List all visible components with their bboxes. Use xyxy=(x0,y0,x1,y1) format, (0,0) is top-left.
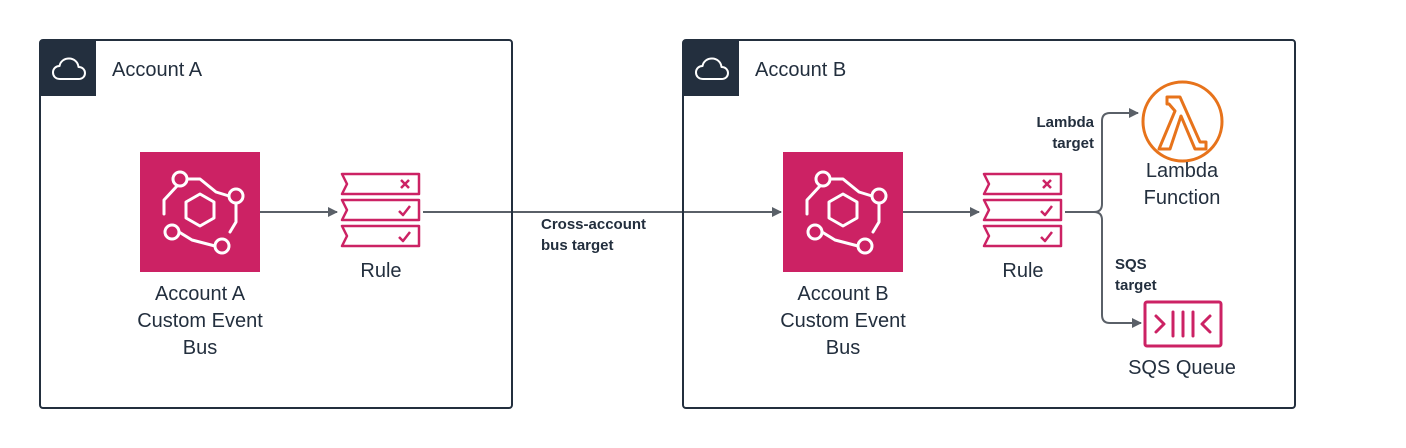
label-line: Custom Event xyxy=(780,310,906,332)
account-b-group: Account B xyxy=(682,39,1296,409)
account-b-bus-label: Account B Custom Event Bus xyxy=(763,281,923,362)
cloud-icon xyxy=(684,41,739,96)
label-line: target xyxy=(1052,135,1094,152)
label-line: Account B xyxy=(797,283,889,305)
sqs-icon xyxy=(1143,300,1223,348)
account-a-rule-label: Rule xyxy=(360,260,402,282)
label-line: Custom Event xyxy=(137,310,263,332)
lambda-function-label: Lambda Function xyxy=(1117,158,1247,212)
account-b-title: Account B xyxy=(755,59,847,81)
sqs-queue-label: SQS Queue xyxy=(1128,357,1236,379)
arrow-rule-b-to-sqs xyxy=(1093,211,1142,328)
label-line: Lambda xyxy=(1145,160,1219,182)
label-line: Bus xyxy=(182,337,218,359)
label-line: SQS xyxy=(1115,256,1147,273)
label-line: Bus xyxy=(825,337,861,359)
cloud-icon xyxy=(41,41,96,96)
account-b-rule-label: Rule xyxy=(1002,260,1044,282)
account-a-title: Account A xyxy=(112,59,203,81)
label-line: Cross-account xyxy=(541,216,647,233)
label-line: Lambda xyxy=(1036,114,1094,131)
rule-icon xyxy=(981,170,1065,250)
rule-icon xyxy=(339,170,423,250)
label-line: bus target xyxy=(541,237,614,254)
label-line: Function xyxy=(1143,187,1221,209)
lambda-edge-label: Lambda target xyxy=(1014,112,1094,154)
label-line: Account A xyxy=(154,283,246,305)
cross-account-edge-label: Cross-account bus target xyxy=(541,214,646,256)
lambda-icon xyxy=(1140,79,1225,164)
eventbridge-icon xyxy=(140,152,260,272)
sqs-edge-label: SQS target xyxy=(1115,254,1157,296)
eventbridge-icon xyxy=(783,152,903,272)
label-line: target xyxy=(1115,277,1157,294)
account-a-bus-label: Account A Custom Event Bus xyxy=(120,281,280,362)
account-a-group: Account A xyxy=(39,39,513,409)
